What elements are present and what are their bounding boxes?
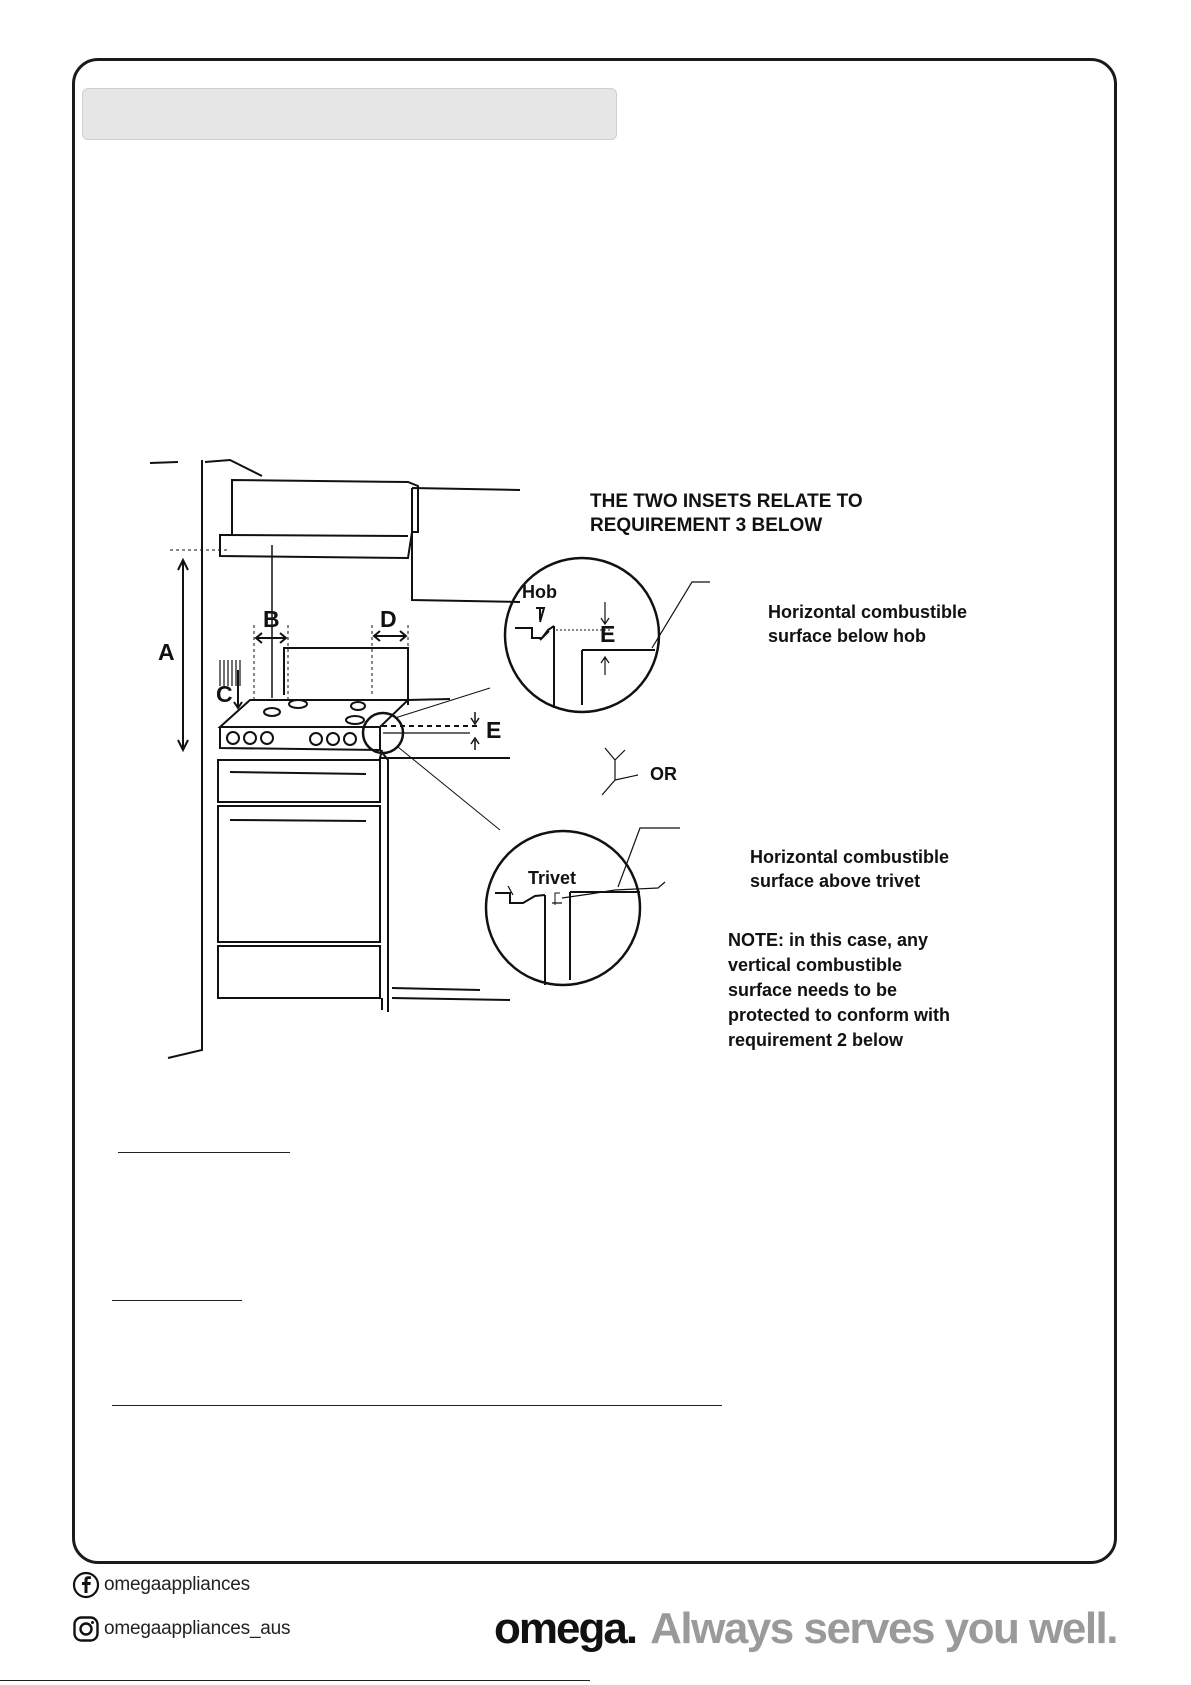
range-hood bbox=[219, 478, 419, 560]
label-d: D bbox=[380, 606, 397, 632]
label-c: C bbox=[216, 681, 233, 707]
note-line4: protected to conform with bbox=[728, 1005, 950, 1025]
inset-note-line1: THE TWO INSETS RELATE TO bbox=[590, 491, 863, 512]
above-trivet-line1: Horizontal combustible bbox=[750, 847, 949, 867]
cooktop bbox=[217, 699, 411, 752]
dim-e-arrows bbox=[470, 712, 480, 750]
hood-edge bbox=[219, 534, 409, 537]
label-a: A bbox=[158, 639, 175, 665]
inset-hob bbox=[503, 556, 661, 714]
note-line2: vertical combustible bbox=[728, 955, 902, 975]
oven-door bbox=[217, 805, 381, 943]
ceiling-line bbox=[150, 458, 263, 477]
inset-trivet bbox=[484, 829, 642, 987]
heading-underline-2 bbox=[112, 1300, 242, 1301]
facebook-icon bbox=[72, 1571, 100, 1599]
heading-underline-3 bbox=[112, 1405, 722, 1406]
oven-drawer-bottom bbox=[217, 945, 381, 999]
facebook-handle: omegaappliances bbox=[104, 1574, 250, 1595]
label-or: OR bbox=[650, 764, 677, 784]
label-e: E bbox=[486, 717, 501, 743]
instagram-icon bbox=[72, 1615, 100, 1643]
brand-tagline: Always serves you well. bbox=[650, 1604, 1118, 1653]
below-hob-line1: Horizontal combustible bbox=[768, 602, 967, 622]
note-line1: NOTE: in this case, any bbox=[728, 930, 928, 950]
section-title-bar bbox=[82, 88, 617, 140]
label-trivet: Trivet bbox=[528, 868, 576, 888]
brand-logo: omega bbox=[494, 1604, 628, 1653]
heading-underline-1 bbox=[118, 1152, 290, 1153]
page-frame bbox=[72, 58, 1117, 1564]
label-b: B bbox=[263, 606, 280, 632]
wall-outline bbox=[167, 460, 203, 1059]
brand-dot: . bbox=[625, 1604, 639, 1653]
below-hob-line2: surface below hob bbox=[768, 626, 926, 646]
facebook-link[interactable]: omegaappliances bbox=[72, 1571, 250, 1599]
above-trivet-line2: surface above trivet bbox=[750, 871, 920, 891]
label-hob: Hob bbox=[522, 582, 557, 602]
dim-a-arrows bbox=[177, 557, 189, 753]
note-line5: requirement 2 below bbox=[728, 1030, 904, 1050]
inset-note-line2: REQUIREMENT 3 BELOW bbox=[590, 515, 822, 536]
wall-cabinet bbox=[411, 487, 521, 603]
instagram-link[interactable]: omegaappliances_aus bbox=[72, 1615, 291, 1643]
brand-lockup: omega . Always serves you well. bbox=[494, 1604, 1118, 1654]
page-bottom-rule bbox=[0, 1680, 590, 1681]
instagram-handle: omegaappliances_aus bbox=[104, 1618, 291, 1639]
installation-clearance-diagram: A B D C E Hob E OR bbox=[150, 458, 967, 1059]
splashback bbox=[283, 647, 409, 705]
note-line3: surface needs to be bbox=[728, 980, 897, 1000]
oven-drawer-top bbox=[217, 759, 381, 803]
label-e-inset: E bbox=[600, 621, 615, 647]
